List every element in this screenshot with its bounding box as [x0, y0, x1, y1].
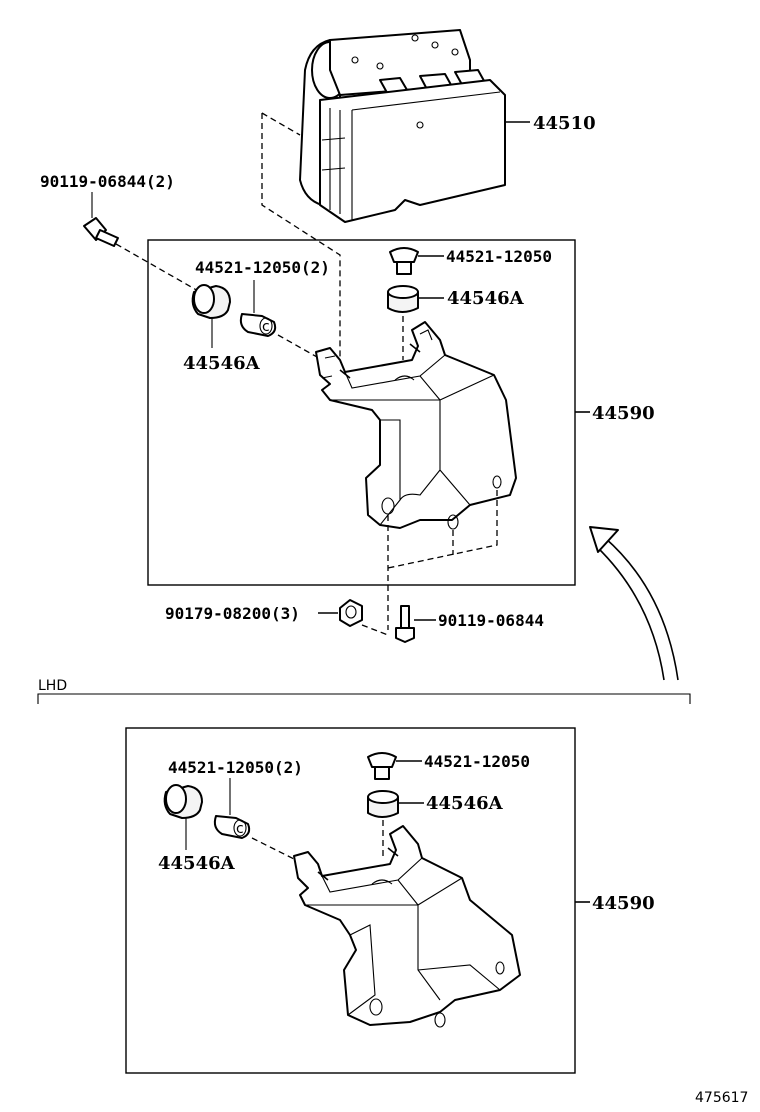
label-bolt-left: 90119-06844(2)	[40, 172, 175, 191]
abs-actuator	[299, 29, 506, 223]
dashed-guide-lhd-bolt-left	[251, 837, 301, 863]
lhd-separator	[37, 693, 691, 704]
bolt-left	[83, 217, 119, 247]
dashed-guide-actuator-left	[261, 113, 341, 380]
lhd-cushion-top	[367, 790, 399, 818]
lhd-bolt-mark-c: c	[236, 821, 244, 837]
lhd-bracket-assembly-frame	[125, 727, 576, 1074]
curved-arrow	[589, 526, 679, 681]
lhd-bracket-bolt-top	[367, 752, 397, 780]
figure-number: 475617	[695, 1090, 748, 1106]
bracket-rhd	[315, 321, 517, 530]
label-bracket-bolt-left: 44521-12050(2)	[195, 258, 330, 277]
label-cushion-left: 44546A	[183, 353, 261, 374]
label-lhd-bracket: 44590	[592, 893, 655, 914]
bolt-bottom	[395, 605, 415, 643]
dashed-guide-bracket-base	[387, 490, 498, 569]
dashed-guide-bracket-bolt-left	[277, 334, 341, 371]
label-bracket-bolt-top: 44521-12050	[446, 247, 552, 266]
label-lhd-bracket-bolt-top: 44521-12050	[424, 752, 530, 771]
bracket-lhd	[293, 825, 521, 1028]
label-actuator: 44510	[533, 113, 596, 134]
cushion-left	[191, 284, 231, 319]
dashed-guide-bolt-left	[115, 243, 201, 293]
label-bolt-bottom: 90119-06844	[438, 611, 544, 630]
bolt-mark-c: c	[262, 319, 270, 335]
dashed-guide-actuator-top	[261, 112, 301, 136]
label-lhd-cushion-top: 44546A	[426, 793, 504, 814]
nut	[339, 599, 363, 627]
label-lhd: LHD	[38, 678, 67, 694]
label-nut: 90179-08200(3)	[165, 604, 300, 623]
bracket-bolt-top	[389, 247, 419, 275]
label-lhd-bracket-bolt-left: 44521-12050(2)	[168, 758, 303, 777]
label-bracket: 44590	[592, 403, 655, 424]
dashed-guide-nut	[361, 624, 389, 636]
bracket-bolt-left: c	[239, 313, 277, 337]
label-lhd-cushion-left: 44546A	[158, 853, 236, 874]
lhd-cushion-left	[163, 784, 203, 819]
lhd-bracket-bolt-left: c	[213, 815, 251, 839]
label-cushion-top: 44546A	[447, 288, 525, 309]
cushion-top	[387, 285, 419, 313]
